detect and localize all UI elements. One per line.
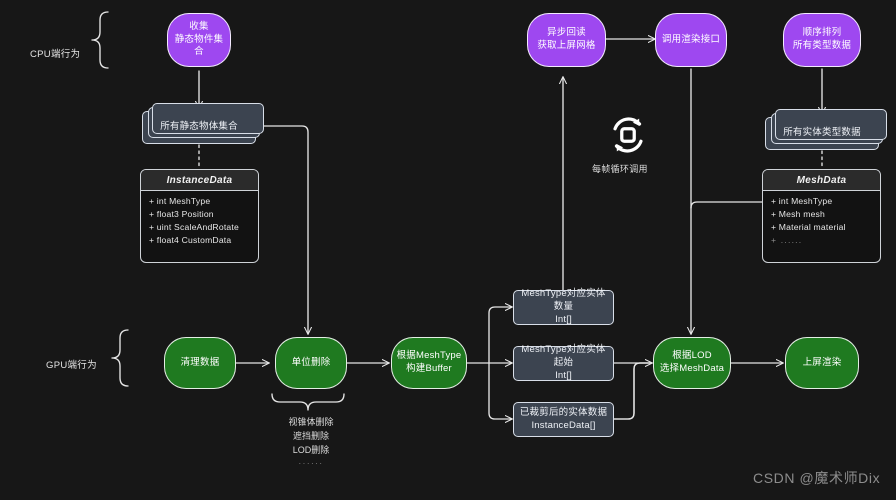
annotation-cull-note: 视锥体删除 遮挡删除 LOD删除 ······ <box>263 416 359 470</box>
node-sort-all-types-line1: 顺序排列 <box>802 27 842 39</box>
loop-caption: 每帧循环调用 <box>592 164 648 174</box>
loop-refresh-icon <box>613 117 643 153</box>
databox-all-entity-types-line1: 所有实体类型数据 <box>783 127 861 139</box>
node-select-meshdata[interactable]: 根据LOD 选择MeshData <box>653 337 731 389</box>
databox-meshtype-count-line2: Int[] <box>555 313 572 325</box>
databox-meshtype-start[interactable]: MeshType对应实体起始 Int[] <box>513 344 614 381</box>
classbox-mesh-data-title: MeshData <box>763 170 880 191</box>
classbox-mesh-data-row-3: + ...... <box>771 235 803 245</box>
classbox-mesh-data-row-0: + int MeshType <box>771 196 833 206</box>
node-call-render-api-line1: 调用渲染接口 <box>661 33 721 45</box>
classbox-instance-data-title: InstanceData <box>141 170 258 191</box>
databox-meshtype-start-line2: Int[] <box>555 369 572 381</box>
classbox-instance-data-row-0: + int MeshType <box>149 196 211 206</box>
classbox-mesh-data[interactable]: MeshData + int MeshType + Mesh mesh + Ma… <box>762 169 881 263</box>
side-label-cpu: CPU端行为 <box>30 49 81 60</box>
node-build-buffer-line1: 根据MeshType <box>396 350 462 362</box>
node-build-buffer-line2: 构建Buffer <box>406 363 452 374</box>
classbox-instance-data-row-2: + uint ScaleAndRotate <box>149 222 239 232</box>
node-sort-all-types[interactable]: 顺序排列 所有类型数据 <box>783 13 861 67</box>
databox-all-static-objects[interactable]: 所有静态物体集合 <box>142 103 264 144</box>
databox-culled-entity-data[interactable]: 已裁剪后的实体数据 InstanceData[] <box>513 402 614 437</box>
brace-gpu <box>111 329 129 387</box>
node-async-readback-line1: 异步回读 <box>547 27 586 39</box>
wire-staticbox-to-unitcull <box>255 125 308 334</box>
watermark: CSDN @魔术师Dix <box>753 470 881 486</box>
node-collect-static[interactable]: 收集 静态物件集合 <box>167 13 231 67</box>
brace-cull <box>271 393 345 411</box>
classbox-instance-data-row-1: + float3 Position <box>149 209 214 219</box>
databox-meshtype-start-line1: MeshType对应实体起始 <box>521 344 606 369</box>
node-call-render-api[interactable]: 调用渲染接口 <box>655 13 727 67</box>
wire-callapi-to-entitytypes <box>690 201 766 209</box>
node-collect-static-line2: 静态物件集合 <box>174 33 224 58</box>
classbox-instance-data[interactable]: InstanceData + int MeshType + float3 Pos… <box>140 169 259 263</box>
node-present-render[interactable]: 上屏渲染 <box>785 337 859 389</box>
annotation-cull-note-ellipsis: ······ <box>298 458 324 468</box>
node-async-readback[interactable]: 异步回读 获取上屏网格 <box>527 13 606 67</box>
node-select-meshdata-line2: 选择MeshData <box>659 363 725 374</box>
node-unit-cull-line1: 单位删除 <box>291 356 331 368</box>
node-present-render-line1: 上屏渲染 <box>802 356 842 368</box>
databox-all-entity-types[interactable]: 所有实体类型数据 <box>765 109 887 150</box>
side-label-gpu: GPU端行为 <box>46 360 97 371</box>
node-async-readback-line2: 获取上屏网格 <box>537 40 596 51</box>
databox-culled-entity-data-line2: InstanceData[] <box>531 419 596 431</box>
annotation-cull-note-line-0: 视锥体删除 <box>288 417 334 427</box>
wire-culled-merge <box>613 362 653 420</box>
wire-buffer-to-count <box>488 307 512 364</box>
node-select-meshdata-line1: 根据LOD <box>672 350 712 362</box>
classbox-mesh-data-row-1: + Mesh mesh <box>771 209 826 219</box>
classbox-instance-data-row-3: + float4 CustomData <box>149 235 232 245</box>
node-unit-cull[interactable]: 单位删除 <box>275 337 347 389</box>
node-clear-data[interactable]: 清理数据 <box>164 337 236 389</box>
node-sort-all-types-line2: 所有类型数据 <box>792 40 852 51</box>
wire-buffer-to-culled <box>488 362 512 419</box>
node-collect-static-line1: 收集 <box>189 20 209 32</box>
node-clear-data-line1: 清理数据 <box>180 356 220 368</box>
annotation-cull-note-line-2: LOD删除 <box>292 444 330 455</box>
brace-cpu <box>91 11 109 69</box>
annotation-cull-note-line-1: 遮挡删除 <box>292 430 329 441</box>
classbox-mesh-data-row-2: + Material material <box>771 222 846 232</box>
node-build-buffer[interactable]: 根据MeshType 构建Buffer <box>391 337 467 389</box>
databox-meshtype-count[interactable]: MeshType对应实体数量 Int[] <box>513 288 614 325</box>
databox-all-static-objects-line1: 所有静态物体集合 <box>160 121 238 133</box>
databox-culled-entity-data-line1: 已裁剪后的实体数据 <box>519 406 608 418</box>
databox-meshtype-count-line1: MeshType对应实体数量 <box>521 288 606 313</box>
